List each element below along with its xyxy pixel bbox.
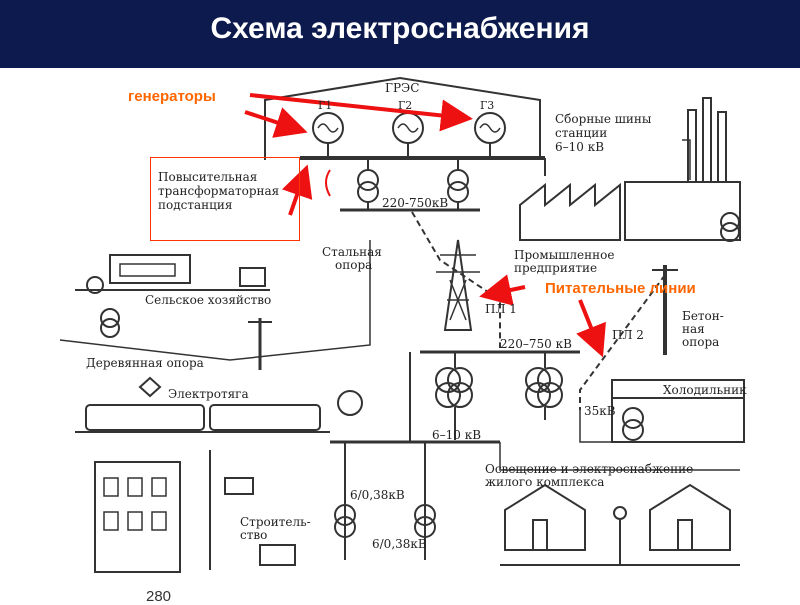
industrial-plant-icon xyxy=(519,97,741,241)
concrete-pole-icon xyxy=(652,265,678,355)
voltage-038-a: 6/0,38кВ xyxy=(350,488,405,502)
g1-label: Г1 xyxy=(318,99,333,112)
feeder-line-pl1 xyxy=(411,211,501,348)
pl2-label: ПЛ 2 xyxy=(612,328,644,342)
industry-label-2: предприятие xyxy=(514,261,598,275)
agriculture-machine-icon xyxy=(75,254,270,294)
step-up-highlight-box xyxy=(150,157,300,241)
agri-transformer xyxy=(100,308,120,338)
g2-label: Г2 xyxy=(398,99,413,112)
lighting-label-1: Освещение и электроснабжение xyxy=(485,462,694,476)
construction-label-1: Строитель- xyxy=(240,515,311,529)
step-up-label-2: трансформаторная xyxy=(158,184,280,198)
concrete-pole-label-1: Бетон- xyxy=(682,309,724,323)
electric-train-icon xyxy=(75,376,330,433)
step-up-label-1: Повысительная xyxy=(158,170,258,184)
title-bar xyxy=(0,0,800,68)
feeder-line-pl2 xyxy=(579,274,666,410)
voltage-038-b: 6/0,38кВ xyxy=(372,537,427,551)
concrete-pole-label-3: опора xyxy=(682,335,720,349)
concrete-pole-label-2: ная xyxy=(682,322,705,336)
voltage-220-top: 220-750кВ xyxy=(382,196,449,210)
gres-label: ГРЭС xyxy=(385,81,420,95)
voltage-220-middle: 220–750 кВ xyxy=(500,337,572,351)
cold-storage-building xyxy=(611,379,745,443)
street-lamp-icon xyxy=(613,506,627,565)
traction-label: Электротяга xyxy=(168,387,249,401)
busbars-label-1: Сборные шины xyxy=(555,112,652,126)
industry-transformer xyxy=(720,212,740,242)
annotation-generators: генераторы xyxy=(128,88,216,105)
industry-label-1: Промышленное xyxy=(514,248,615,262)
construction-building-icon xyxy=(94,450,296,573)
annotation-feed-lines: Питательные линии xyxy=(545,280,696,297)
busbars-label-3: 6–10 кВ xyxy=(555,140,605,154)
steel-tower-icon xyxy=(436,239,480,331)
construction-label-2: ство xyxy=(240,528,268,542)
steel-pole-label-1: Стальная xyxy=(322,245,382,259)
lighting-label-2: жилого комплекса xyxy=(485,475,605,489)
fridge-label: Холодильник xyxy=(663,383,747,397)
page-title: Схема электроснабжения xyxy=(210,12,590,45)
page-number: 280 xyxy=(146,588,172,605)
power-supply-diagram xyxy=(59,76,745,573)
middle-transformers xyxy=(435,352,563,440)
step-up-label-3: подстанция xyxy=(158,198,233,212)
distribution-transformers xyxy=(334,504,436,538)
wooden-pole-icon xyxy=(248,318,272,370)
annotation-arrows xyxy=(244,93,606,358)
wooden-pole-label: Деревянная опора xyxy=(86,356,204,370)
voltage-35: 35кВ xyxy=(584,404,616,418)
pl1-label: ПЛ 1 xyxy=(485,302,517,316)
steel-pole-label-2: опора xyxy=(335,258,373,272)
busbars-label-2: станции xyxy=(555,126,608,140)
voltage-6-10: 6–10 кВ xyxy=(432,428,482,442)
step-up-transformers xyxy=(357,158,469,210)
agriculture-label: Сельское хозяйство xyxy=(145,293,272,307)
g3-label: Г3 xyxy=(480,99,495,112)
traction-transformer xyxy=(337,390,363,416)
